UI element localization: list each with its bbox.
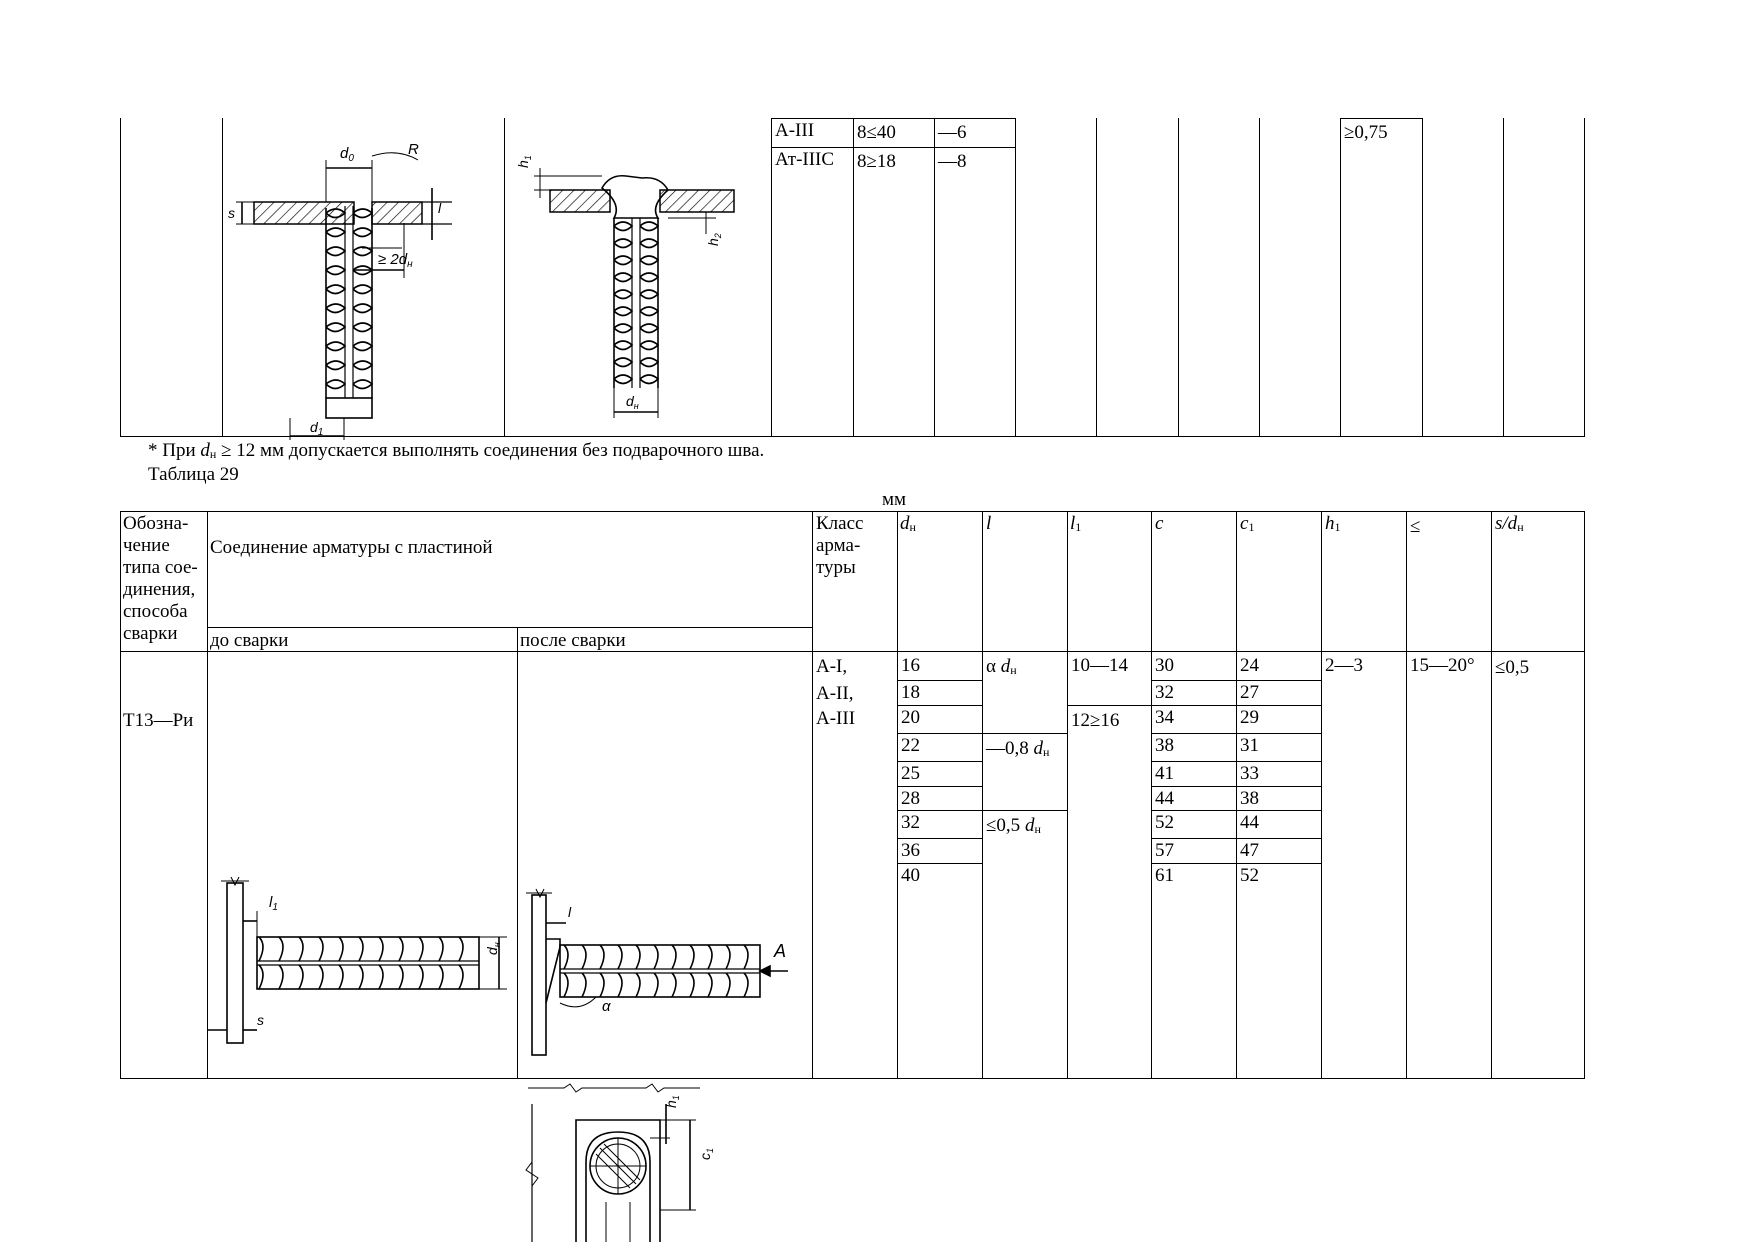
c-value: 34: [1155, 707, 1174, 728]
c1-value: 38: [1240, 788, 1259, 809]
c1-value: 44: [1240, 812, 1259, 833]
dn-value: 16: [901, 655, 920, 676]
header-h1: h1: [1325, 513, 1341, 534]
c1-value: 31: [1240, 735, 1259, 756]
dn-value: 20: [901, 707, 920, 728]
c-value: 57: [1155, 840, 1174, 861]
top-ratio: ≥0,75: [1344, 122, 1388, 143]
c-value: 44: [1155, 788, 1174, 809]
c-value: 38: [1155, 735, 1174, 756]
label-dn: dн: [484, 942, 502, 955]
header-c1: c1: [1240, 513, 1255, 534]
c-value: 41: [1155, 763, 1174, 784]
l1-value: 12≥16: [1071, 710, 1120, 731]
header-s-dn: s/dн: [1495, 513, 1524, 534]
top-class-1: А-III: [775, 120, 815, 141]
c-value: 61: [1155, 865, 1174, 886]
dn-value: 18: [901, 682, 920, 703]
header-angle: ≤: [1410, 516, 1421, 537]
top-d-2: 8≥18: [857, 151, 896, 172]
c1-value: 47: [1240, 840, 1259, 861]
label-h1: h1: [663, 1095, 681, 1108]
header-connection: Соединение арматуры с пластиной: [210, 537, 493, 558]
table-caption: Таблица 29: [148, 464, 239, 485]
label-h1: h1: [515, 155, 533, 168]
dn-value: 28: [901, 788, 920, 809]
c-value: 30: [1155, 655, 1174, 676]
label-R: R: [408, 141, 419, 158]
bottom-drawing-after-weld: l A α: [526, 888, 788, 1056]
label-min-length: ≥ 2dн: [378, 251, 413, 270]
c-value: 32: [1155, 682, 1174, 703]
top-v-1: —6: [938, 122, 967, 143]
class-3: А-III: [816, 708, 856, 729]
s-dn-value: ≤0,5: [1495, 657, 1530, 678]
header-before-weld: до сварки: [210, 630, 289, 651]
dn-value: 32: [901, 812, 920, 833]
l-value: —0,8 dн: [986, 738, 1050, 759]
units-label: мм: [882, 489, 907, 510]
type-designation: Т13—Ри: [123, 710, 194, 731]
top-drawing-before-weld: d0 R s l ≥ 2dн d1: [228, 141, 452, 440]
c1-value: 52: [1240, 865, 1259, 886]
header-dn: dн: [900, 513, 916, 534]
dn-value: 25: [901, 763, 920, 784]
bottom-drawing-before-weld: l1 s dн: [207, 876, 507, 1044]
label-A: A: [773, 941, 786, 961]
h1-value: 2—3: [1325, 655, 1363, 676]
header-after-weld: после сварки: [520, 630, 626, 651]
dn-value: 36: [901, 840, 920, 861]
label-dn: dн: [626, 393, 639, 411]
label-d1: d1: [310, 419, 323, 438]
label-alpha: α: [602, 998, 611, 1015]
label-l1: l1: [269, 894, 278, 913]
c1-value: 33: [1240, 763, 1259, 784]
label-c1: c1: [697, 1148, 715, 1160]
c1-value: 24: [1240, 655, 1259, 676]
c1-value: 27: [1240, 682, 1259, 703]
l-value: α dн: [986, 656, 1017, 677]
label-d0: d0: [340, 145, 354, 164]
class-1: А-I,: [816, 656, 848, 677]
label-s: s: [228, 205, 235, 221]
angle-value: 15—20°: [1410, 655, 1475, 676]
top-drawing-after-weld: h1 h2 dн: [515, 155, 735, 418]
top-d-1: 8≤40: [857, 122, 896, 143]
class-2: А-II,: [816, 683, 854, 704]
dn-value: 40: [901, 865, 920, 886]
footnote: * При dн ≥ 12 мм допускается выполнять с…: [148, 440, 765, 461]
label-h2: h2: [705, 233, 723, 246]
header-l1: l1: [1070, 513, 1082, 534]
l1-value: 10—14: [1071, 655, 1128, 676]
label-s: s: [257, 1012, 264, 1028]
label-l: l: [568, 904, 572, 920]
header-c: c: [1155, 513, 1164, 534]
label-l: l: [438, 200, 442, 216]
header-rebar-class: Класс арма- туры: [816, 513, 864, 578]
l-value: ≤0,5 dн: [986, 815, 1041, 836]
c1-value: 29: [1240, 707, 1259, 728]
c-value: 52: [1155, 812, 1174, 833]
top-v-2: —8: [938, 151, 967, 172]
header-l: l: [986, 513, 992, 534]
bottom-drawing-section: h1 c1: [525, 1083, 715, 1242]
header-designation: Обозна- чение типа сое- динения, способа…: [123, 513, 198, 644]
dn-value: 22: [901, 735, 920, 756]
top-class-2: Ат-IIIС: [775, 149, 835, 170]
